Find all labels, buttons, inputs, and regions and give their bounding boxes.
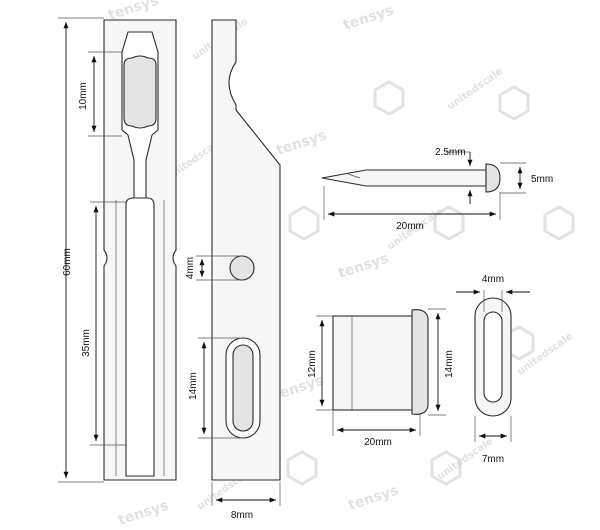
watermark-logo-icon (288, 205, 320, 241)
watermark-site: unitedscale (515, 331, 575, 378)
oval-slot-length-label: 14mm (188, 372, 199, 400)
watermark-site: unitedscale (445, 66, 505, 113)
watermark-logo-icon (543, 205, 575, 241)
watermark-brand: tensys (346, 483, 400, 514)
sleeve-view (332, 309, 429, 415)
end-view-outer-label: 7mm (482, 454, 504, 465)
dimension-lines: 60mm 10mm 35mm 4mm 14mm 8mm 2.5mm (58, 17, 553, 521)
strip-width-label: 8mm (231, 510, 253, 521)
watermark-brand: tensys (336, 251, 390, 282)
sleeve-flange-height-label: 14mm (444, 350, 455, 378)
pin-shank-label: 2.5mm (435, 147, 466, 158)
watermark-logo-icon (498, 85, 530, 121)
watermark-brand: tensys (341, 3, 395, 34)
sleeve-length-label: 20mm (364, 437, 392, 448)
pin-view (321, 163, 501, 193)
overall-length-label: 60mm (62, 248, 73, 276)
lower-slot-length-label: 35mm (81, 329, 92, 357)
sleeve-body-height-label: 12mm (307, 350, 318, 378)
strip-front-view (103, 19, 177, 481)
watermark-logo-icon (286, 450, 318, 486)
watermark-logo-icon (430, 450, 462, 486)
pin-length-label: 20mm (396, 221, 424, 232)
slot-length-label: 10mm (78, 82, 89, 110)
strip-side-view (211, 19, 281, 481)
pin-head-label: 5mm (531, 174, 553, 185)
watermark-logo-icon (373, 80, 405, 116)
watermark-brand: tensys (274, 128, 328, 159)
hole-size-label: 4mm (185, 257, 196, 279)
end-view (474, 297, 512, 417)
watermark-logo-icon (433, 205, 465, 241)
end-view-width-label: 4mm (482, 274, 504, 285)
watermark-brand: tensys (116, 498, 170, 529)
watermarks: tensys tensys tensys tensys tensys tensy… (106, 0, 575, 529)
